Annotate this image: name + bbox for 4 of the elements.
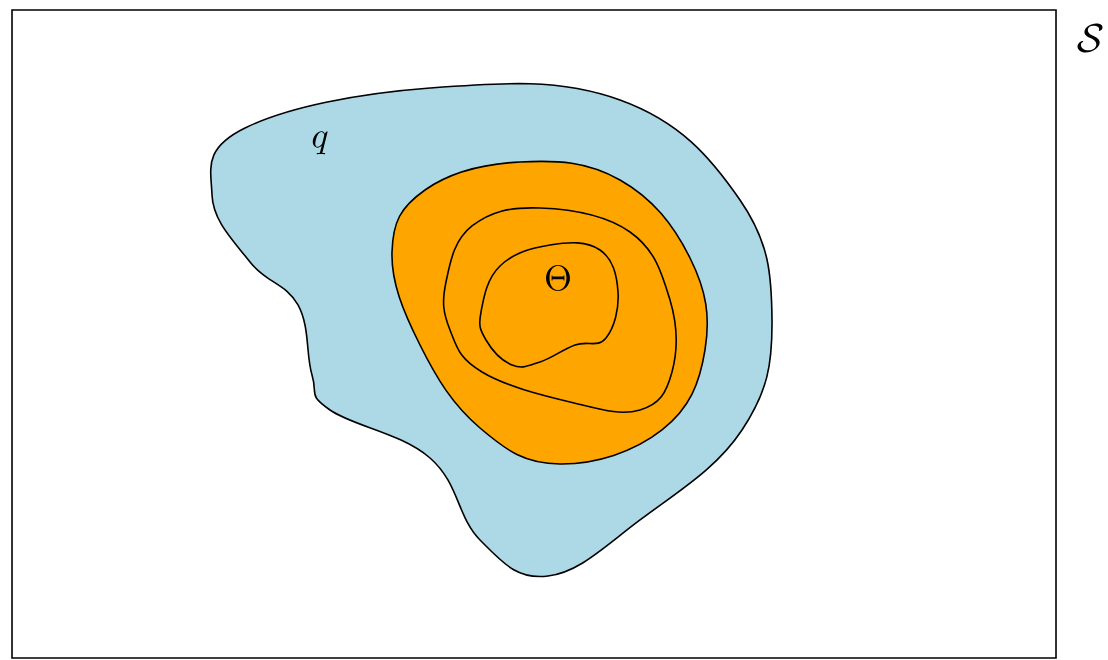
contour-line bbox=[442, 207, 678, 414]
region-shape bbox=[391, 160, 709, 465]
contour-line: $\Theta$ bbox=[478, 241, 619, 368]
node-label: $\mathcal{S}$ bbox=[1077, 23, 1103, 53]
